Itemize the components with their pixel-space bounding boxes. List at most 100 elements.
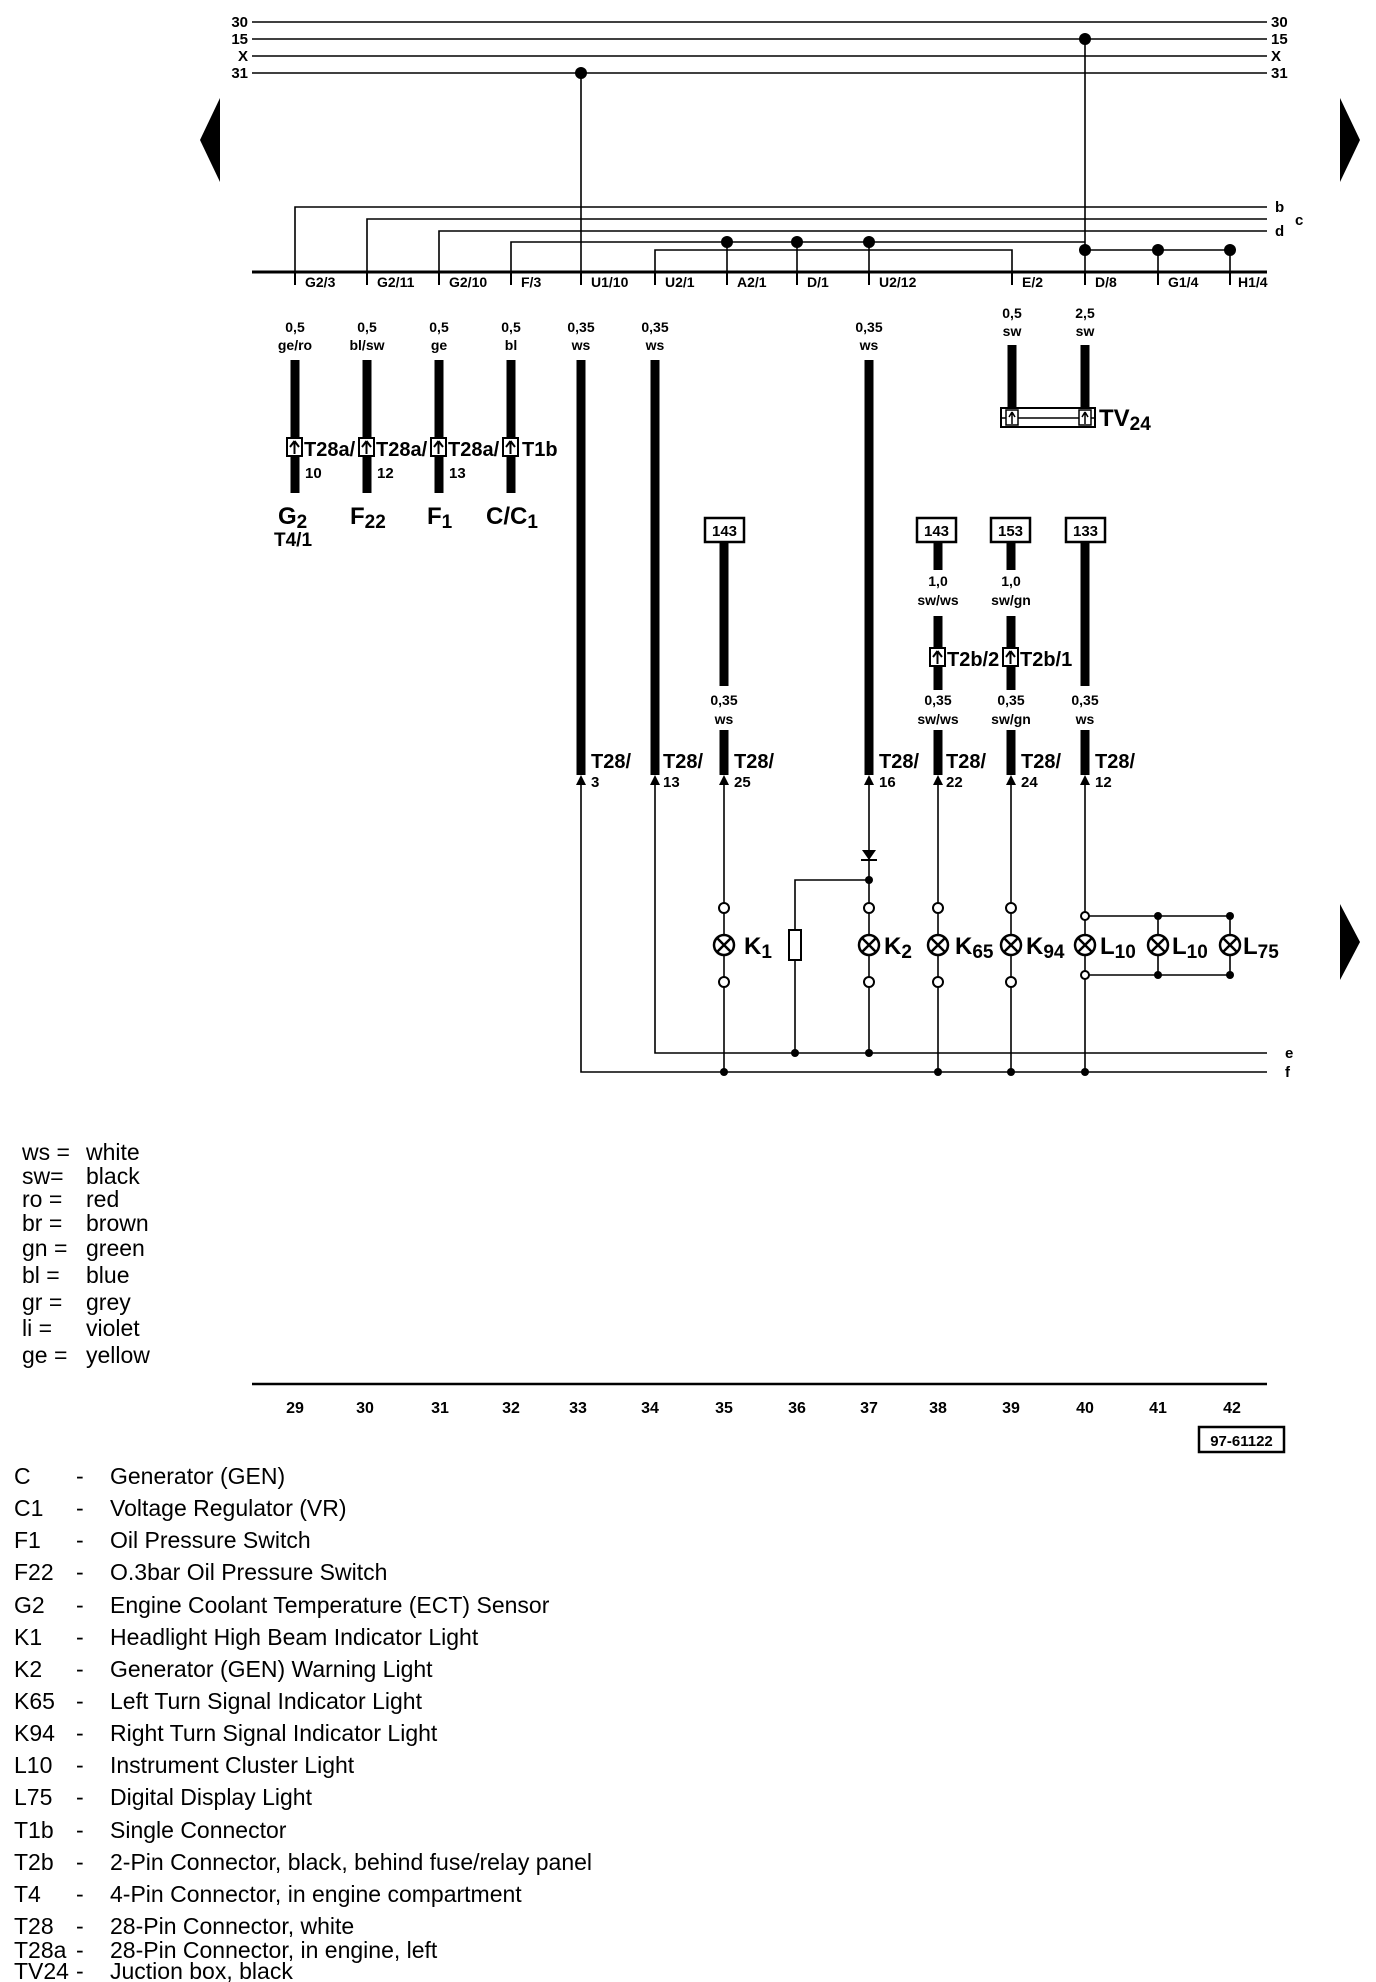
key-desc: Digital Display Light [110, 1784, 313, 1810]
wire-gauge: 0,35 [641, 319, 668, 335]
wire-gauge: 0,5 [1002, 305, 1022, 321]
key-dash: - [76, 1817, 84, 1843]
bus-label-31-right: 31 [1271, 65, 1288, 82]
key-desc: Oil Pressure Switch [110, 1527, 311, 1553]
t28-labels: T28/ 3 T28/ 13 T28/ 25 T28/ 16 T28/ 22 T… [591, 751, 1135, 791]
component-c-c1: C/C1 [486, 503, 538, 533]
connector-name: T28/ [591, 751, 631, 773]
wire-color: sw/ws [917, 711, 958, 727]
junction-box-tv24: TV24 [1000, 405, 1151, 435]
wire-gauge: 0,5 [501, 319, 521, 335]
connector-name: T28/ [1095, 751, 1135, 773]
ground-label-e: e [1285, 1045, 1293, 1062]
legend-code: br = [22, 1210, 62, 1236]
component-key: C - Generator (GEN) C1 - Voltage Regulat… [14, 1463, 592, 1982]
bus-label-15-right: 15 [1271, 31, 1288, 48]
wire-gauge: 0,5 [357, 319, 377, 335]
lamp-label: K94 [1026, 933, 1065, 963]
diagram-id: 97-61122 [1210, 1433, 1273, 1450]
legend-code: ws = [21, 1139, 70, 1165]
terminal-u2-12: U2/12 [879, 274, 917, 290]
junction-dot [1079, 244, 1091, 256]
key-code: T28 [14, 1913, 54, 1939]
key-desc: 4-Pin Connector, in engine compartment [110, 1881, 522, 1907]
side-label-d: d [1275, 223, 1284, 240]
key-desc: Engine Coolant Temperature (ECT) Sensor [110, 1592, 550, 1618]
key-dash: - [76, 1958, 84, 1982]
connector-t2b-1: T2b/1 [1002, 647, 1072, 671]
lamp-label: L10 [1172, 933, 1208, 963]
key-dash: - [76, 1592, 84, 1618]
key-code: TV24 [14, 1958, 69, 1982]
terminal-ticks [294, 272, 1231, 285]
connector-t2b-2: T2b/2 [929, 647, 999, 671]
lamp-label: L75 [1243, 933, 1279, 963]
connector-name: T28/ [1021, 751, 1061, 773]
lamp-k65-icon: K65 [926, 902, 994, 988]
connector-pin: 25 [734, 774, 751, 791]
key-desc: Generator (GEN) Warning Light [110, 1656, 433, 1682]
lamp-k94-icon: K94 [999, 902, 1065, 988]
key-dash: - [76, 1527, 84, 1553]
key-dash: - [76, 1752, 84, 1778]
lamp-k1-icon: K1 [712, 902, 772, 988]
lamp-label: K2 [884, 933, 912, 963]
wire-gauge: 0,35 [855, 319, 882, 335]
upper-connectors: T28a/ 10 T28a/ 12 T28a/ 13 T1b [286, 437, 558, 482]
reference-143: 143 [712, 523, 737, 540]
terminal-g2-3: G2/3 [305, 274, 336, 290]
connector-t1b: T1b [502, 437, 558, 461]
junction-dot [863, 236, 875, 248]
wire-gauge: 2,5 [1075, 305, 1095, 321]
ground-label-f: f [1285, 1064, 1291, 1081]
wire-color: ws [571, 337, 591, 353]
legend-code: sw= [22, 1163, 64, 1189]
nav-arrow-left-icon[interactable] [200, 98, 220, 182]
side-label-b: b [1275, 199, 1284, 216]
key-code: K1 [14, 1624, 42, 1650]
wire-gauge: 1,0 [1001, 573, 1021, 589]
key-code: K2 [14, 1656, 42, 1682]
terminal-labels: G2/3 G2/11 G2/10 F/3 U1/10 U2/1 A2/1 D/1… [305, 274, 1268, 290]
bus-label-x-left: X [238, 48, 248, 65]
scale-number: 33 [569, 1400, 587, 1417]
wire-color: ws [714, 711, 734, 727]
lamp-label: K65 [955, 933, 994, 963]
lamp-l10-icon: L10 [1146, 933, 1208, 963]
side-lines [294, 206, 1267, 272]
connector-name: T28/ [663, 751, 703, 773]
nav-arrow-right-icon[interactable] [1340, 98, 1360, 182]
key-code: K94 [14, 1720, 55, 1746]
key-dash: - [76, 1720, 84, 1746]
thick-wires [290, 345, 1090, 775]
lamps: K1 K2 K65 K [712, 902, 1279, 988]
scale-number: 40 [1076, 1400, 1094, 1417]
legend-code: li = [22, 1315, 52, 1341]
terminal-d-1: D/1 [807, 274, 829, 290]
terminal-u1-10: U1/10 [591, 274, 629, 290]
legend-code: gr = [22, 1289, 62, 1315]
legend-name: white [85, 1139, 140, 1165]
wire-gauge: 0,35 [997, 692, 1024, 708]
component-f22: F22 [350, 503, 386, 533]
wire-labels-top: 0,5 ge/ro 0,5 bl/sw 0,5 ge 0,5 bl 0,35 w… [278, 305, 1095, 353]
key-desc: Single Connector [110, 1817, 287, 1843]
wire-gauge: 1,0 [928, 573, 948, 589]
middle-thick-wires [719, 542, 1090, 775]
diagram-id-box [1197, 1425, 1286, 1454]
junction-box-label: TV24 [1099, 405, 1151, 435]
wire-color: ws [645, 337, 665, 353]
key-dash: - [76, 1784, 84, 1810]
connector-name: T28/ [879, 751, 919, 773]
component-t4-1: T4/1 [274, 530, 312, 551]
legend-name: brown [86, 1210, 149, 1236]
reference-143: 143 [924, 523, 949, 540]
key-dash: - [76, 1463, 84, 1489]
diode-icon [861, 850, 877, 861]
key-desc: Instrument Cluster Light [110, 1752, 355, 1778]
scale-number: 37 [860, 1400, 878, 1417]
wire-gauge: 0,5 [285, 319, 305, 335]
key-desc: Juction box, black [110, 1958, 293, 1982]
key-code: K65 [14, 1688, 55, 1714]
nav-arrow-right-lower-icon[interactable] [1340, 904, 1360, 980]
